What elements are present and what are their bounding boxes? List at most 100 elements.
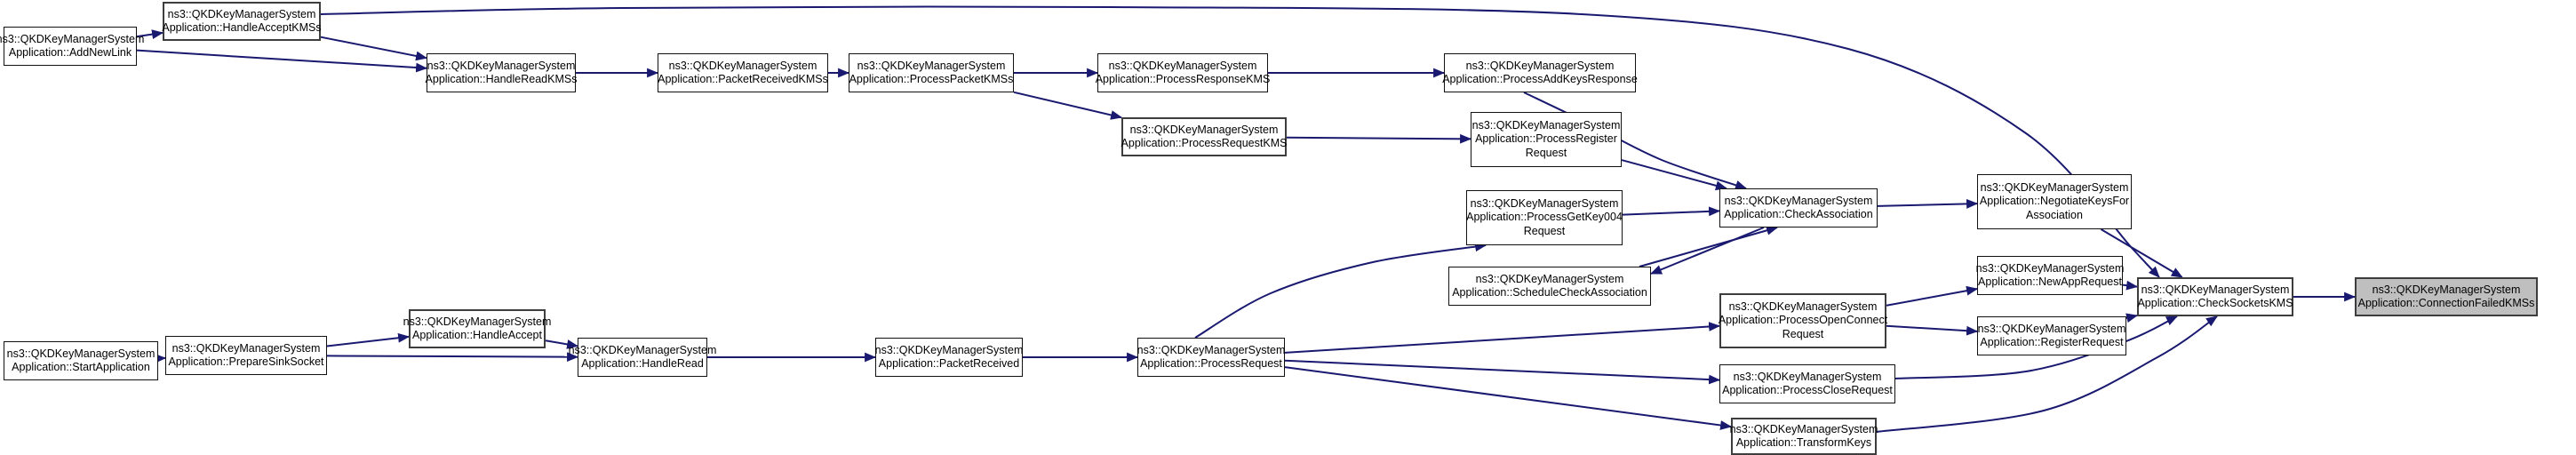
node-label-line: ns3::QKDKeyManagerSystem — [1108, 59, 1257, 72]
node-label-line: ns3::QKDKeyManagerSystem — [2372, 283, 2521, 296]
node-label-line: Application::NewAppRequest — [1978, 275, 2122, 288]
node-label-line: Application::ProcessRegister — [1475, 132, 1617, 146]
edge-process-request-to-process-open-connect-request — [1284, 322, 1721, 354]
edge-new-app-request-to-check-sockets-kms — [2122, 280, 2139, 291]
edge-register-request-to-check-sockets-kms — [2125, 313, 2139, 323]
edge-prepare-sink-socket-to-handle-read — [326, 352, 579, 363]
node-label-line: ns3::QKDKeyManagerSystem — [1129, 123, 1279, 136]
edge-check-association-to-schedule-check-association — [1649, 227, 1765, 275]
node-label-line: ns3::QKDKeyManagerSystem — [1470, 196, 1619, 210]
edge-process-request-to-process-close-request — [1284, 359, 1721, 385]
node-label-line: ns3::QKDKeyManagerSystem — [1465, 59, 1615, 72]
node-label-line: Application::PrepareSinkSocket — [168, 355, 324, 368]
edge-handle-accept-kmss-to-check-sockets-kms — [320, 5, 2160, 278]
node-label-line: Association — [2026, 208, 2083, 221]
node-label-line: ns3::QKDKeyManagerSystem — [0, 32, 145, 45]
edges-group — [136, 5, 2357, 433]
edge-schedule-check-association-to-check-association — [1639, 226, 1779, 267]
node-label-line: Application::HandleAccept — [412, 329, 542, 341]
edge-process-request-to-transform-keys — [1284, 366, 1733, 430]
node-label-line: ns3::QKDKeyManagerSystem — [1975, 261, 2125, 275]
node-label-line: ns3::QKDKeyManagerSystem — [171, 341, 321, 355]
node-label-line: Application::ProcessOpenConnect — [1718, 314, 1888, 327]
node-label-line: Application::CheckSocketsKMS — [2137, 297, 2293, 309]
edge-process-packet-kmss-to-process-request-kms — [1013, 91, 1123, 120]
node-label-line: ns3::QKDKeyManagerSystem — [1977, 322, 2126, 335]
node-label-line: Request — [1523, 224, 1566, 237]
node-label-line: ns3::QKDKeyManagerSystem — [6, 347, 156, 360]
node-label-line: Application::ProcessCloseRequest — [1722, 384, 1893, 396]
node-label-line: Application::StartApplication — [12, 361, 150, 373]
node-label-line: Application::HandleAcceptKMSs — [162, 21, 322, 34]
node-label-line: Application::PacketReceived — [878, 357, 1020, 370]
node-label-line: ns3::QKDKeyManagerSystem — [1729, 422, 1878, 435]
node-label-line: ns3::QKDKeyManagerSystem — [1136, 343, 1286, 356]
node-label-line: Application::ProcessGetKey004 — [1466, 211, 1623, 224]
node-label-line: ns3::QKDKeyManagerSystem — [2141, 283, 2290, 296]
edge-handle-accept-kmss-to-handle-read-kmss — [320, 36, 428, 61]
edge-process-open-connect-request-to-new-app-request — [1886, 285, 1979, 307]
node-label-line: ns3::QKDKeyManagerSystem — [1475, 272, 1624, 285]
node-label-line: ns3::QKDKeyManagerSystem — [1980, 180, 2129, 194]
edge-process-request-to-process-get-key004-request — [1194, 242, 1487, 339]
node-label-line: ns3::QKDKeyManagerSystem — [1733, 370, 1882, 383]
node-label-line: Application::ProcessRequestKMS — [1121, 137, 1288, 149]
edge-handle-accept-to-handle-read — [545, 339, 579, 349]
node-label-line: Application::NegotiateKeysFor — [1979, 195, 2130, 208]
node-label-line: Application::ProcessResponseKMS — [1095, 73, 1271, 85]
edge-negotiate-keys-for-association-to-check-sockets-kms — [2100, 228, 2183, 278]
edge-process-get-key004-request-to-check-association — [1622, 206, 1721, 217]
edge-process-request-kms-to-process-register-request — [1286, 133, 1472, 144]
node-label-line: Application::RegisterRequest — [1980, 336, 2124, 348]
node-label-line: ns3::QKDKeyManagerSystem — [403, 315, 552, 328]
node-label-line: Application::ProcessRequest — [1140, 357, 1282, 370]
node-label-line: Application::HandleReadKMSs — [425, 73, 578, 85]
node-label-line: Application::ConnectionFailedKMSs — [2357, 297, 2535, 309]
edge-transform-keys-to-check-sockets-kms — [1876, 315, 2218, 433]
edge-process-open-connect-request-to-register-request — [1886, 324, 1979, 336]
edge-add-new-link-to-handle-accept-kmss — [136, 29, 164, 39]
node-label-line: Application::TransformKeys — [1735, 436, 1872, 449]
edge-add-new-link-to-handle-read-kmss — [136, 49, 428, 73]
node-label-line: Request — [1782, 327, 1824, 340]
node-label-line: Request — [1525, 146, 1567, 159]
node-label-line: Application::HandleRead — [581, 357, 704, 370]
node-label-line: ns3::QKDKeyManagerSystem — [167, 7, 316, 20]
edge-prepare-sink-socket-to-handle-accept — [326, 332, 411, 347]
node-label-line: Application::ProcessAddKeysResponse — [1442, 73, 1638, 85]
node-label-line: ns3::QKDKeyManagerSystem — [427, 59, 576, 72]
edge-process-add-keys-response-to-check-association — [1523, 92, 1748, 190]
node-label-line: Application::PacketReceivedKMSs — [658, 73, 828, 85]
node-label-line: ns3::QKDKeyManagerSystem — [1724, 194, 1873, 207]
node-label-line: ns3::QKDKeyManagerSystem — [857, 59, 1006, 72]
node-label-line: ns3::QKDKeyManagerSystem — [1471, 118, 1621, 132]
